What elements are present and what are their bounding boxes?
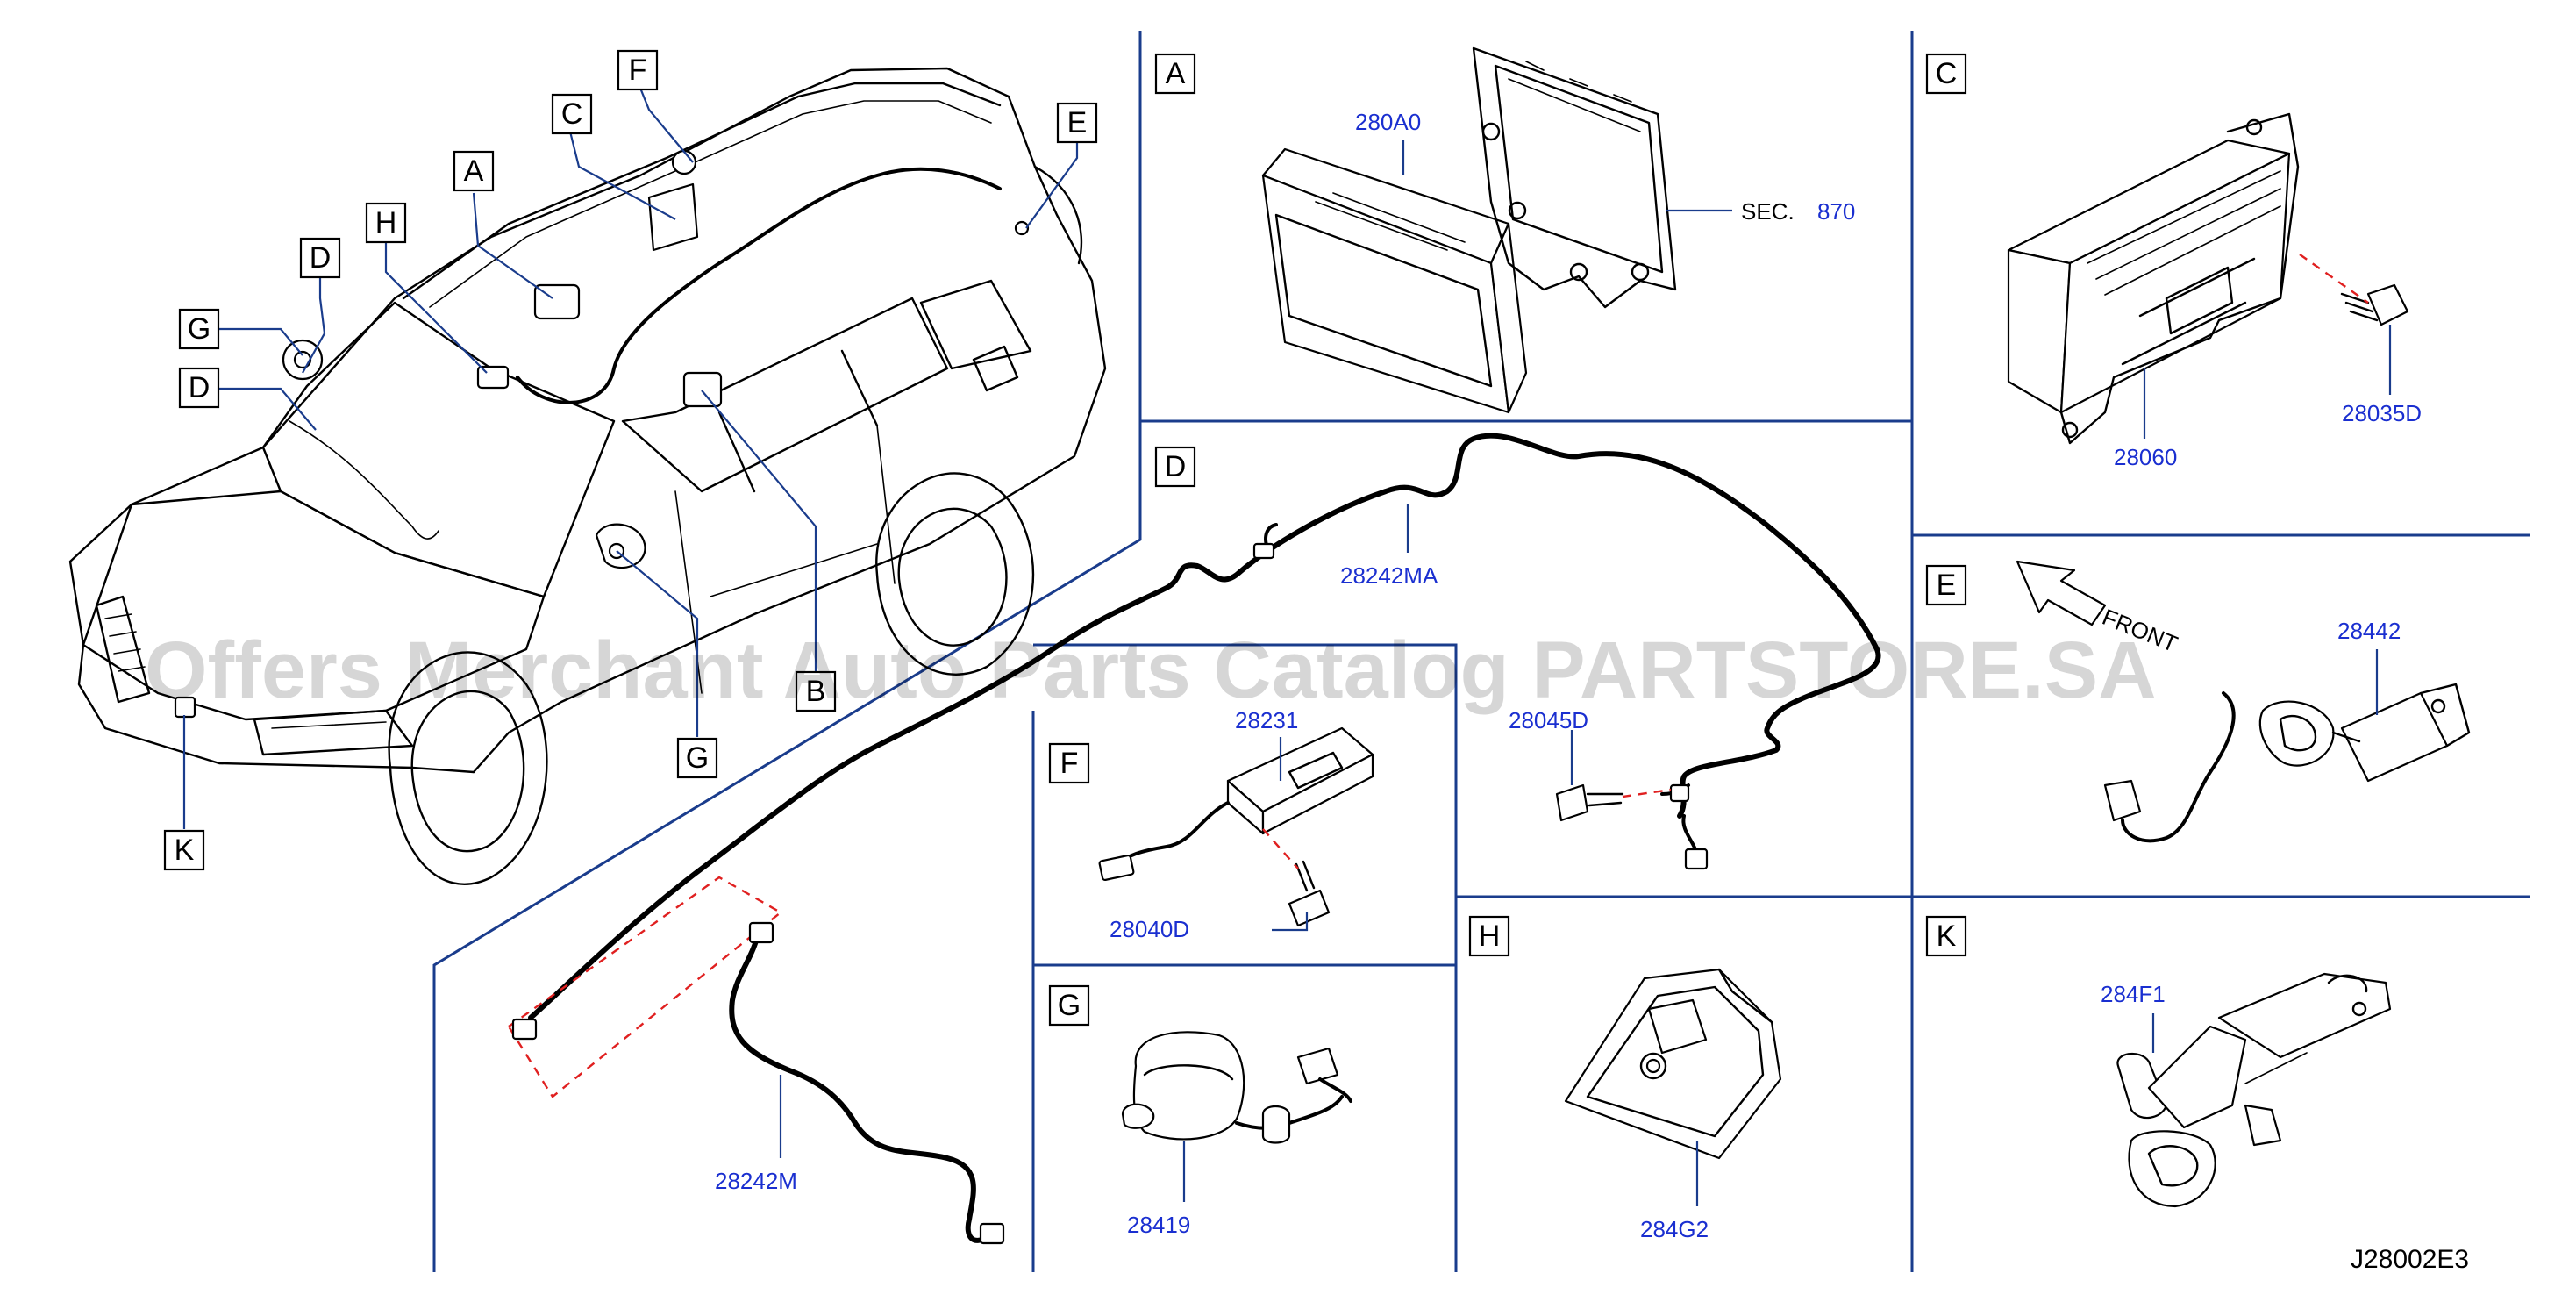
svg-text:H: H [375, 206, 397, 240]
callout-box-b-vehicle: B [795, 670, 837, 712]
screw-28040d [1288, 860, 1331, 927]
part-number-280a0: 280A0 [1355, 109, 1421, 135]
vehicle-outline [68, 67, 1107, 885]
bolt-28035d [2340, 283, 2409, 326]
svg-text:B: B [806, 675, 826, 708]
callout-box-h-vehicle: H [365, 202, 407, 244]
panel-k: K 284F1 [1925, 915, 2392, 1208]
callout-box-a-vehicle: A [453, 150, 495, 192]
callout-box-d-vehicle-bottom: D [178, 367, 220, 409]
clip-28045d [1555, 783, 1624, 822]
panel-label-d: D [1154, 446, 1196, 488]
sec-number: 870 [1817, 198, 1855, 225]
front-arrow-icon [2016, 560, 2107, 626]
part-number-28045d: 28045D [1509, 707, 1588, 733]
panel-h: H 284G2 [1468, 915, 1782, 1242]
svg-text:H: H [1479, 919, 1501, 953]
callout-box-e-vehicle: E [1056, 102, 1098, 144]
watermark: Offers Merchant Auto Parts Catalog PARTS… [145, 626, 2157, 715]
camera-bracket-284g2 [1564, 968, 1782, 1160]
svg-text:G: G [188, 312, 211, 346]
panel-a: A 280A0 SEC. 870 [1154, 46, 1855, 414]
callout-box-g-vehicle-top: G [178, 308, 220, 350]
svg-text:D: D [310, 241, 332, 275]
panel-label-e: E [1925, 564, 1967, 606]
display-unit-280a0 [1261, 147, 1528, 414]
part-number-28040d: 28040D [1110, 916, 1189, 942]
sensor-28231 [1098, 726, 1374, 882]
panel-label-f: F [1048, 742, 1090, 784]
mounting-bracket-sec870 [1472, 46, 1677, 309]
svg-text:K: K [175, 833, 195, 867]
part-number-284f1: 284F1 [2101, 981, 2166, 1007]
harness-28242m [729, 927, 989, 1243]
camera-28442 [2103, 683, 2471, 843]
panel-f: F 28231 28040D [1048, 707, 1374, 942]
part-number-28242ma: 28242MA [1340, 562, 1438, 589]
callout-box-d-vehicle-top: D [299, 237, 341, 279]
part-number-28442: 28442 [2337, 618, 2401, 644]
panel-label-a: A [1154, 53, 1196, 95]
amplifier-bracket-28060 [2007, 112, 2300, 445]
panel-e: E FRONT 28442 [1925, 560, 2471, 843]
svg-text:C: C [561, 97, 583, 131]
svg-text:D: D [189, 371, 211, 404]
camera-bracket-284f1 [2116, 972, 2392, 1208]
diagram-code: J28002E3 [2351, 1245, 2469, 1274]
svg-text:C: C [1936, 57, 1958, 90]
part-number-284g2: 284G2 [1640, 1216, 1709, 1242]
panel-dividers [432, 31, 2530, 1272]
panel-d: D 28242MA 28045D 28242M [507, 433, 1881, 1245]
panel-label-g: G [1048, 984, 1090, 1027]
part-number-28060: 28060 [2114, 444, 2177, 470]
vehicle-leaders [182, 76, 1079, 829]
dashed-highlight [507, 876, 783, 1098]
svg-text:D: D [1165, 450, 1187, 483]
vehicle-callouts: F C A H D G D E B G K [163, 49, 1098, 871]
panel-g: G 28419 [1048, 984, 1352, 1238]
part-number-28231: 28231 [1235, 707, 1298, 733]
svg-text:A: A [1166, 57, 1186, 90]
panel-label-c: C [1925, 53, 1967, 95]
panel-label-k: K [1925, 915, 1967, 957]
harness-28242ma [528, 433, 1881, 1020]
svg-text:E: E [1937, 569, 1957, 602]
svg-text:F: F [1060, 747, 1079, 780]
part-number-28419: 28419 [1127, 1212, 1190, 1238]
callout-box-g-vehicle-bottom: G [676, 737, 718, 779]
callout-box-k-vehicle: K [163, 829, 205, 871]
part-number-28035d: 28035D [2342, 400, 2422, 426]
svg-text:G: G [686, 741, 709, 775]
panel-c: C 28060 28035D [1925, 53, 2422, 470]
camera-28419 [1121, 1031, 1352, 1144]
panel-label-h: H [1468, 915, 1510, 957]
svg-text:K: K [1937, 919, 1957, 953]
callout-box-c-vehicle: C [551, 93, 593, 135]
svg-text:F: F [629, 54, 647, 87]
callout-box-f-vehicle: F [617, 49, 659, 91]
svg-text:A: A [464, 154, 484, 188]
svg-text:G: G [1058, 989, 1081, 1022]
part-number-28242m: 28242M [715, 1168, 797, 1194]
sec-label: SEC. [1741, 198, 1795, 225]
svg-text:E: E [1067, 106, 1088, 140]
